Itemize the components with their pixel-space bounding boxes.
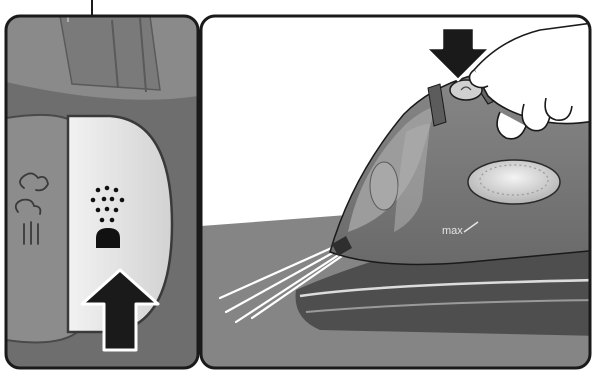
hand-illustration: [468, 21, 590, 140]
max-label: max: [442, 225, 463, 237]
steam-burst-button: [6, 113, 81, 344]
left-panel-closeup: [4, 14, 200, 370]
arrow-down-icon: [424, 26, 492, 82]
steam-burst-icon: [14, 172, 49, 245]
steam-control-band: [6, 16, 198, 100]
right-panel-iron-scene: max: [199, 14, 592, 370]
temperature-dial-icon: [467, 159, 561, 205]
water-spray-jets: [218, 244, 344, 324]
max-marking: max: [442, 221, 479, 237]
spray-button: [66, 114, 174, 334]
spray-droplets-icon: [90, 185, 125, 248]
arrow-up-icon: [80, 268, 160, 352]
